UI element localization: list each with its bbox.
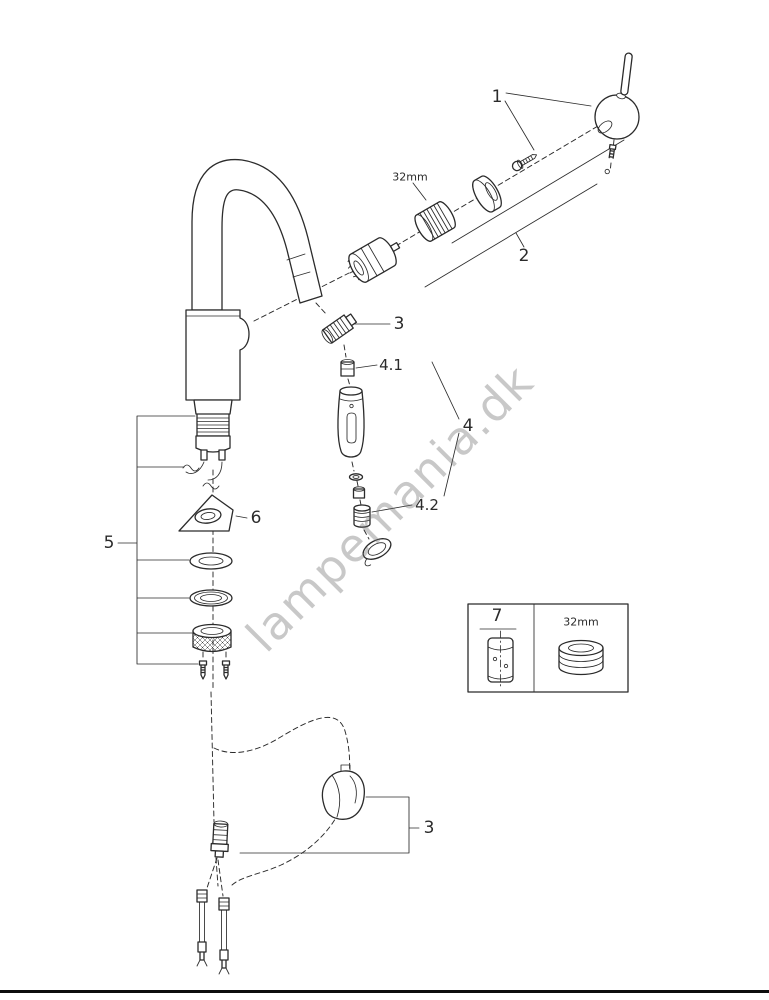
washer-bottom: [189, 589, 233, 607]
washer-top: [189, 552, 233, 570]
hose-lower-group: [196, 764, 365, 975]
hose-connector-upper: [321, 313, 358, 344]
spray-adapter: [340, 359, 355, 377]
mounting-screw-left: [198, 660, 208, 680]
faucet-body: [185, 309, 250, 401]
escutcheon-ring: [472, 175, 502, 213]
leader-callout-4: [431, 361, 460, 497]
leader-wrench-size: [412, 182, 427, 201]
set-screw: [604, 144, 617, 175]
supply-stubs: [182, 449, 226, 490]
bracket-callout-3-bottom: [239, 796, 420, 854]
spray-face-plate: [362, 538, 392, 567]
mounting-set: [178, 494, 234, 680]
leader-callout-6: [235, 515, 248, 519]
check-valve: [353, 504, 371, 528]
faucet-spout: [191, 158, 323, 311]
handle-screw: [511, 154, 537, 172]
box-groove-nut: [558, 639, 604, 676]
hose-weight: [321, 764, 365, 820]
leader-callout-1: [504, 92, 592, 151]
callout-4-2: 4.2: [415, 496, 439, 514]
mounting-wedge: [178, 494, 234, 532]
callout-4: 4: [463, 416, 474, 436]
cartridge: [347, 237, 401, 283]
bottom-rule: [0, 990, 769, 993]
box-cartridge-tool: [487, 630, 514, 690]
callout-2: 2: [519, 246, 530, 266]
leader-callout-4-2: [371, 504, 413, 513]
supply-hose-left: [196, 889, 208, 967]
wrench-size-label-box: 32mm: [563, 616, 598, 629]
hose-coupling: [210, 820, 229, 858]
lever-handle: [620, 52, 633, 96]
bracket-callout-5: [117, 415, 199, 665]
callout-1: 1: [492, 87, 503, 107]
service-box: [467, 603, 629, 693]
cartridge-group: [347, 52, 640, 283]
leader-callout-2: [515, 232, 525, 248]
leader-callout-4-1: [355, 364, 378, 369]
faucet: [182, 158, 323, 490]
callout-3-top: 3: [394, 314, 405, 334]
spray-oring: [348, 473, 364, 481]
callout-7: 7: [492, 606, 503, 626]
group-diagonal-upper: [451, 139, 625, 244]
callout-3-bottom: 3: [424, 818, 435, 838]
nut-32mm: [414, 201, 456, 242]
mounting-screw-right: [221, 660, 231, 680]
callout-6: 6: [251, 508, 262, 528]
mounting-nut: [192, 623, 232, 653]
spray-insert-bushing: [352, 486, 366, 499]
dome-cap: [594, 92, 640, 140]
callout-labels: 1 2 3 32mm 4.1 4 4.2 5 6 7 32mm 3: [104, 87, 599, 838]
callout-5: 5: [104, 533, 115, 553]
callout-4-1: 4.1: [379, 356, 403, 374]
group-diagonal-lower: [424, 183, 598, 288]
leader-lines: [117, 92, 625, 854]
wrench-size-label-top: 32mm: [392, 171, 427, 184]
spray-head-group: [337, 359, 392, 567]
supply-hose-right: [218, 897, 230, 975]
spray-head-body: [337, 386, 365, 458]
